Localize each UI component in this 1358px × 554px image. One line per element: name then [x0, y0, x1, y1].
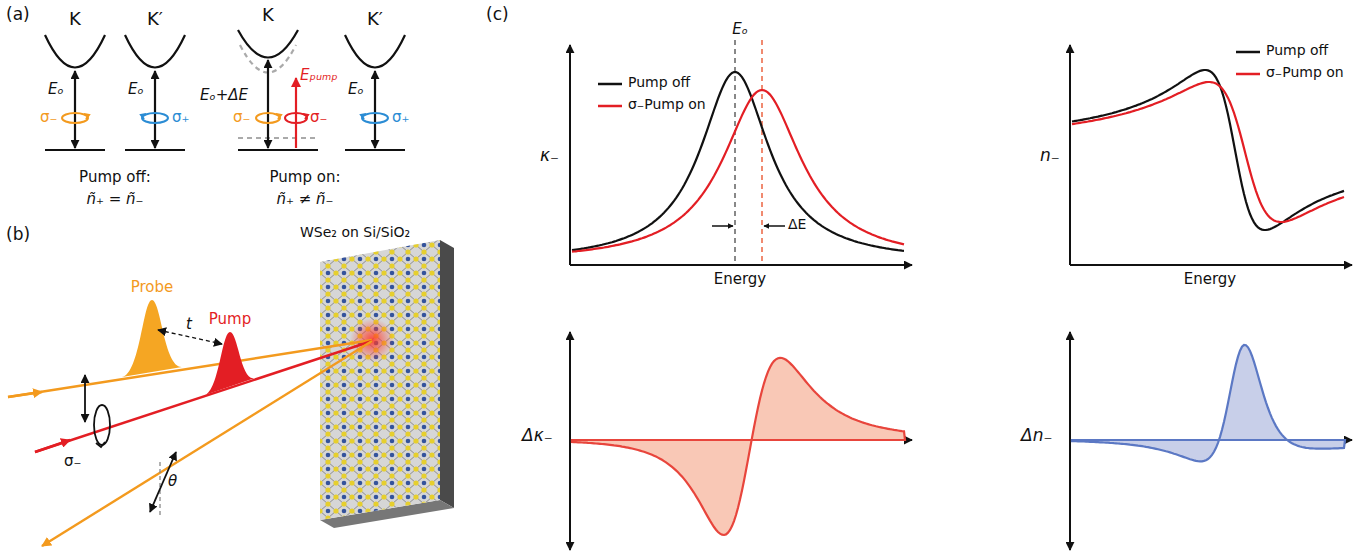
label: t [186, 315, 192, 333]
label: ñ₊ = ñ₋ [87, 190, 144, 208]
label: θ [168, 472, 177, 490]
label: K′ [367, 8, 383, 30]
legend-text: Pump off [628, 74, 690, 91]
label: K′ [147, 8, 163, 30]
sample [320, 240, 454, 528]
label: ñ₊ ≠ ñ₋ [277, 190, 334, 208]
label: Energy [1184, 270, 1237, 288]
band-diagram-off [45, 35, 185, 150]
band-diagram-on [238, 30, 405, 150]
legend-text: Pump off [1266, 42, 1328, 59]
label: Eₒ [128, 80, 144, 98]
label: ΔE [788, 216, 806, 233]
label: Eₚᵤₘₚ [300, 66, 338, 84]
label: σ₋ [310, 108, 327, 126]
label: Eₒ+ΔE [200, 86, 248, 104]
label: Pump [209, 310, 251, 328]
label: Pump on: [270, 168, 341, 186]
legend-text: σ₋Pump on [1266, 64, 1344, 81]
legend-line [598, 79, 624, 89]
label: Pump off: [79, 168, 151, 186]
legend-text: σ₋Pump on [628, 96, 706, 113]
legend-line [1236, 69, 1262, 79]
label: WSe₂ on Si/SiO₂ [300, 224, 410, 241]
label: σ₊ [172, 108, 189, 126]
label: Eₒ [732, 20, 748, 38]
legend-line [598, 101, 624, 111]
label: Energy [714, 270, 767, 288]
label: Δn₋ [1021, 425, 1052, 445]
label: n₋ [1040, 145, 1060, 165]
label: (b) [6, 224, 30, 244]
probe-pulse [122, 300, 182, 377]
label: Probe [131, 278, 174, 296]
label: Eₒ [48, 80, 64, 98]
label: σ₋ [40, 108, 57, 126]
label: κ₋ [540, 145, 559, 165]
pump-pulse [205, 332, 255, 395]
label: σ₋ [64, 452, 81, 470]
label: Δκ₋ [522, 425, 553, 445]
label: Eₒ [348, 80, 364, 98]
label: K [69, 8, 81, 30]
label: σ₊ [392, 108, 409, 126]
legend-line [1236, 47, 1262, 57]
axes [570, 45, 1352, 550]
label: (c) [486, 4, 509, 24]
label: σ₋ [233, 108, 250, 126]
label: K [262, 4, 274, 26]
label: (a) [6, 4, 30, 24]
beams [8, 340, 372, 546]
